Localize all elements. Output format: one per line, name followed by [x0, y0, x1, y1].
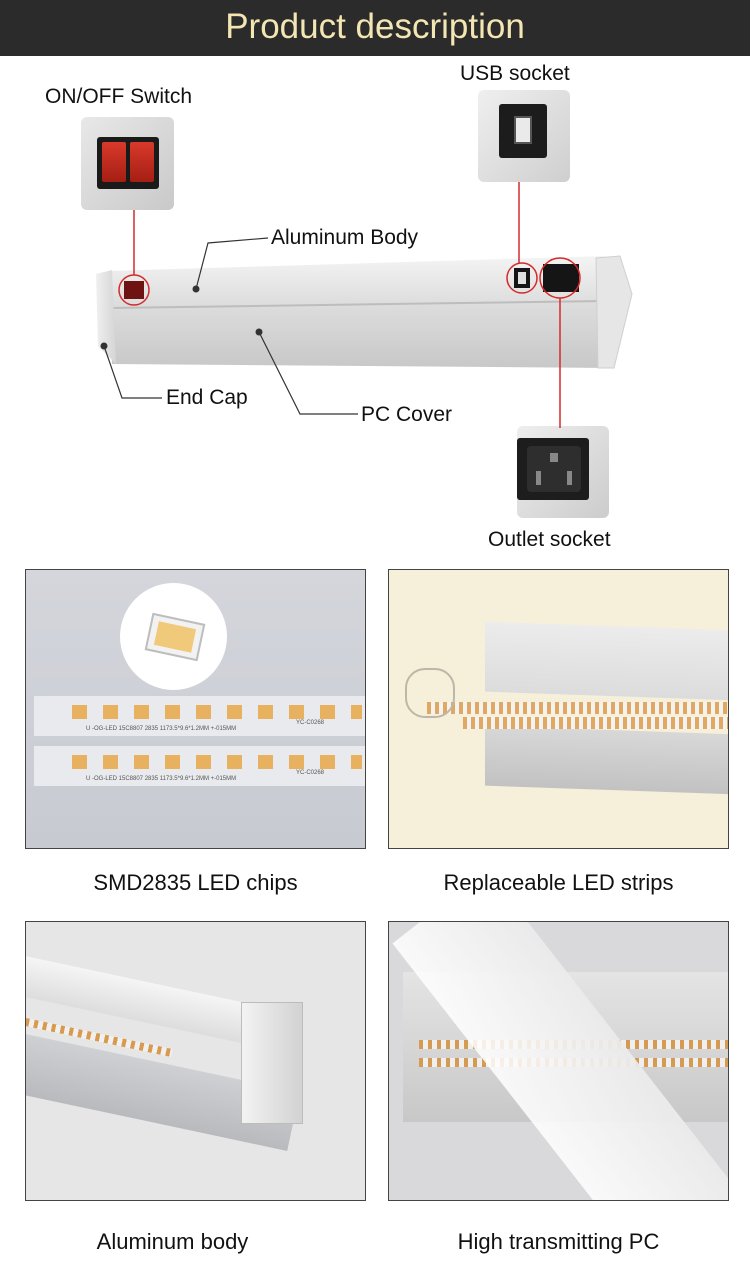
caption-high-transmitting-pc: High transmitting PC [457, 1229, 660, 1254]
photo-aluminum-body [25, 921, 366, 1201]
strip-print-text-2: U -OG-LED 15C8807 2835 1173.5*9.6*1.2MM … [86, 776, 237, 782]
label-outlet-socket: Outlet socket [488, 528, 611, 551]
connector-wires [405, 668, 455, 718]
outlet-slot-top [550, 453, 558, 462]
lamp-body [108, 256, 612, 368]
strip-slide-1 [427, 702, 727, 714]
strip-code-1: YC-C0268 [296, 720, 325, 726]
label-usb-socket: USB socket [460, 62, 570, 85]
switch-rocker-left [102, 142, 126, 182]
lamp-ridge [109, 300, 607, 309]
usb-port [514, 116, 532, 144]
header-banner: Product description [0, 0, 750, 56]
fixture-cover [485, 621, 728, 701]
usb-callout-circle [506, 262, 538, 294]
strip-slide-2 [463, 717, 728, 729]
end-cap-right [595, 255, 633, 369]
label-end-cap: End Cap [166, 386, 248, 409]
switch-inset-photo [81, 117, 174, 210]
lamp-usb-port [518, 272, 526, 284]
outlet-inset-photo [517, 426, 609, 518]
outlet-slot-right [567, 471, 572, 485]
label-pc-cover: PC Cover [361, 403, 453, 426]
caption-replaceable-strips: Replaceable LED strips [443, 870, 674, 895]
pccover-leader [258, 331, 358, 415]
photo-replaceable-strips [388, 569, 729, 849]
page-title: Product description [225, 7, 525, 46]
photo-led-chips: U -OG-LED 15C8807 2835 1173.5*9.6*1.2MM … [25, 569, 366, 849]
strip-print-text-1: U -OG-LED 15C8807 2835 1173.5*9.6*1.2MM … [86, 726, 237, 732]
outlet-slot-left [536, 471, 541, 485]
caption-aluminum-body: Aluminum body [96, 1229, 249, 1254]
label-onoff-switch: ON/OFF Switch [45, 85, 193, 108]
led-chip-row-1 [72, 705, 362, 719]
product-diagram: ON/OFF Switch USB socket Aluminum Body E… [0, 56, 750, 556]
usb-inset-photo [478, 90, 570, 182]
end-cap-left [96, 270, 116, 364]
lamp-outlet [543, 264, 579, 292]
endcap-leader [103, 345, 162, 399]
fixture-base [485, 725, 728, 795]
photo-high-transmitting-pc [388, 921, 729, 1201]
switch-rocker-right [130, 142, 154, 182]
lamp-fixture [96, 182, 633, 428]
strip-code-2: YC-C0268 [296, 770, 325, 776]
lamp-switch [124, 281, 144, 299]
led-chip-row-2 [72, 755, 362, 769]
caption-led-chips: SMD2835 LED chips [93, 870, 298, 895]
aluminum-leader [195, 237, 269, 290]
label-aluminum-body: Aluminum Body [271, 226, 419, 249]
aluminum-profile-end [241, 1002, 303, 1124]
